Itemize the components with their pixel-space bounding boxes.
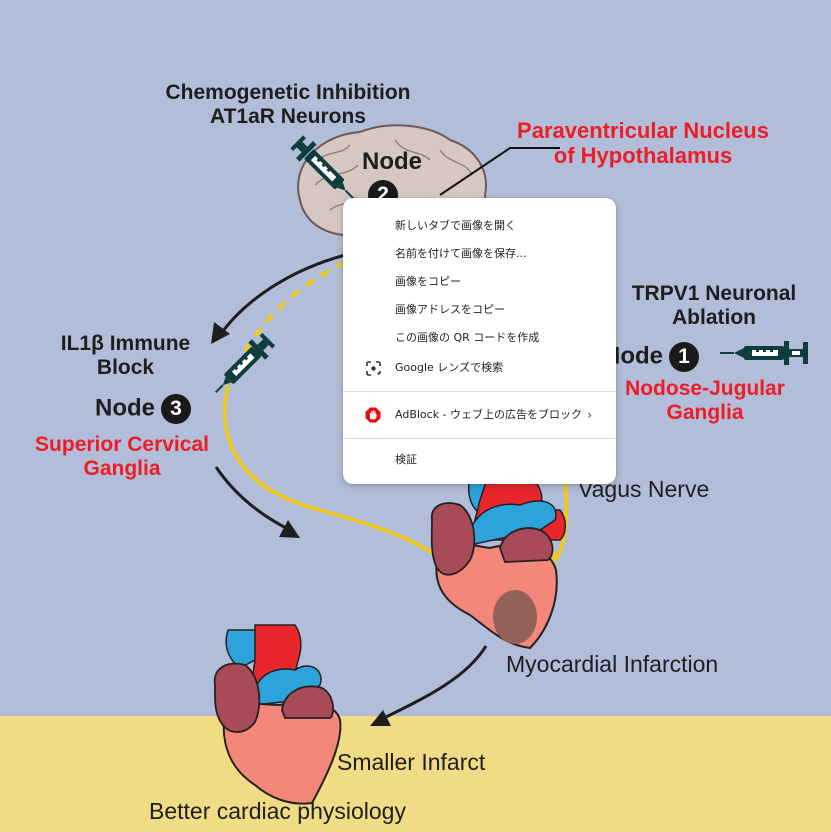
- node3-badge: 3: [161, 394, 191, 424]
- image-context-menu: 新しいタブで画像を開く 名前を付けて画像を保存... 画像をコピー 画像アドレス…: [343, 198, 616, 484]
- arrow-mi-to-outcome: [379, 645, 488, 722]
- node3-text: Node: [95, 394, 155, 422]
- chevron-right-icon: ›: [587, 408, 592, 422]
- menu-item-label: 検証: [395, 453, 417, 466]
- menu-adblock[interactable]: AdBlock - ウェブ上の広告をブロック ›: [343, 399, 616, 431]
- il1b-label-line1: IL1β Immune: [60, 332, 191, 355]
- nodose-label-line1: Nodose-Jugular: [625, 377, 785, 400]
- arrow-scg-to-heart: [214, 466, 291, 532]
- outcome-band: [0, 716, 831, 832]
- chemogenetic-label-line1: Chemogenetic Inhibition: [165, 81, 411, 104]
- nodose-label-line2: Ganglia: [666, 400, 744, 424]
- trpv1-label-line2: Ablation: [672, 305, 756, 329]
- pvn-label-line1: Paraventricular Nucleus: [517, 118, 769, 143]
- pvn-label: Paraventricular Nucleus of Hypothalamus: [506, 118, 780, 168]
- il1b-label-line2: Block: [96, 355, 155, 379]
- node1-badge: 1: [669, 342, 699, 372]
- menu-inspect[interactable]: 検証: [343, 446, 616, 474]
- menu-search-google-lens[interactable]: Google レンズで検索: [343, 352, 616, 384]
- menu-item-label: Google レンズで検索: [395, 361, 504, 374]
- trpv1-label: TRPV1 Neuronal Ablation: [614, 282, 814, 329]
- scg-label-line2: Ganglia: [83, 456, 161, 480]
- menu-item-label: 名前を付けて画像を保存...: [395, 247, 527, 260]
- nodose-label: Nodose-Jugular Ganglia: [612, 377, 798, 424]
- infarct-region: [493, 590, 537, 644]
- smaller-infarct-label: Smaller Infarct: [337, 749, 486, 775]
- node2-label: Node: [362, 148, 422, 175]
- menu-open-image-new-tab[interactable]: 新しいタブで画像を開く: [343, 212, 616, 240]
- better-physiology-label: Better cardiac physiology: [149, 798, 406, 824]
- menu-item-label: この画像の QR コードを作成: [395, 331, 540, 344]
- chemogenetic-label-line2: AT1aR Neurons: [210, 104, 366, 128]
- chemogenetic-label: Chemogenetic Inhibition AT1aR Neurons: [150, 81, 426, 128]
- menu-copy-image-address[interactable]: 画像アドレスをコピー: [343, 296, 616, 324]
- menu-separator: [343, 438, 616, 439]
- adblock-icon: [365, 407, 381, 423]
- trpv1-label-line1: TRPV1 Neuronal: [631, 282, 797, 305]
- scg-label: Superior Cervical Ganglia: [22, 433, 222, 480]
- menu-create-qr-code[interactable]: この画像の QR コードを作成: [343, 324, 616, 352]
- heart-mi-illustration: [430, 469, 566, 650]
- menu-item-label: 画像をコピー: [395, 275, 461, 288]
- heart-healthy-illustration: [213, 624, 342, 805]
- mi-label: Myocardial Infarction: [506, 651, 719, 677]
- menu-item-label: AdBlock - ウェブ上の広告をブロック: [395, 408, 583, 421]
- syringe-icon-node1: [720, 341, 808, 365]
- syringe-icon-node2: [290, 135, 355, 200]
- menu-copy-image[interactable]: 画像をコピー: [343, 268, 616, 296]
- arrow-brain-to-scg: [218, 253, 346, 336]
- menu-item-label: 新しいタブで画像を開く: [395, 219, 516, 232]
- pvn-label-line2: of Hypothalamus: [553, 142, 733, 168]
- menu-separator: [343, 391, 616, 392]
- syringe-icon-node3: [215, 332, 276, 393]
- pvn-pointer-line: [439, 147, 560, 196]
- scg-label-line1: Superior Cervical: [35, 433, 209, 456]
- menu-item-label: 画像アドレスをコピー: [395, 303, 505, 316]
- il1b-label: IL1β Immune Block: [48, 332, 203, 379]
- menu-save-image-as[interactable]: 名前を付けて画像を保存...: [343, 240, 616, 268]
- google-lens-icon: [365, 360, 381, 376]
